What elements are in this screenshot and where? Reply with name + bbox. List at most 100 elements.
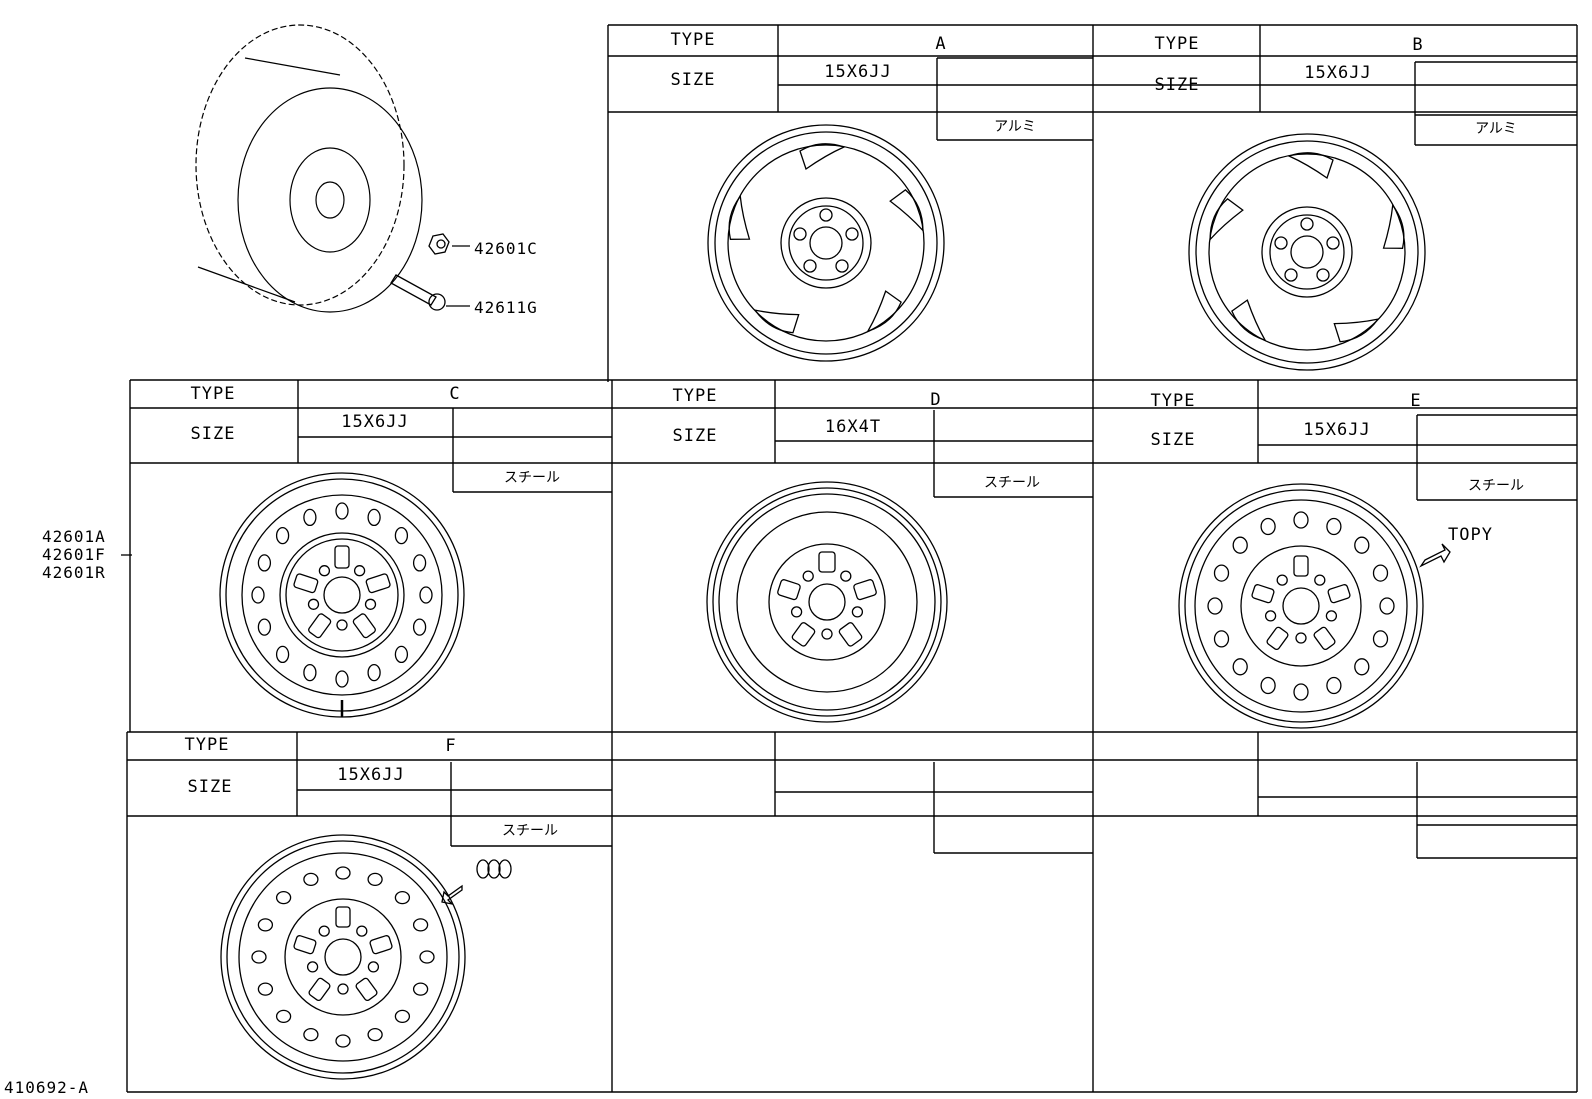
hub-slot (777, 579, 801, 601)
vent-hole (412, 554, 427, 572)
wheel-perspective-illustration (195, 24, 423, 313)
vent-hole (303, 1027, 319, 1042)
part-number-wheel-f: 42601F (42, 545, 106, 564)
vent-hole (1207, 597, 1223, 615)
lug-hole (318, 565, 331, 577)
vent-hole (251, 950, 267, 964)
lug-hole (306, 961, 319, 973)
vent-hole (367, 663, 381, 682)
vent-hole (1260, 676, 1276, 695)
hub-slot (1313, 626, 1336, 651)
hub-slot (308, 613, 332, 639)
vent-hole (1354, 658, 1370, 676)
material-b: アルミ (1475, 121, 1517, 137)
vent-hole (275, 890, 292, 905)
size-label-f: SIZE (187, 777, 233, 797)
topy-note: TOPY (1448, 525, 1493, 545)
material-f: スチール (502, 823, 558, 839)
size-label-b: SIZE (1154, 75, 1200, 95)
diagram-id: 410692-A (4, 1078, 90, 1097)
vent-hole (367, 872, 383, 887)
hub-slot (1266, 626, 1289, 651)
vent-hole (275, 1009, 292, 1024)
material-e: スチール (1468, 478, 1524, 494)
vent-hole (251, 586, 265, 604)
type-label-a: TYPE (670, 30, 716, 50)
hub-slot (334, 545, 350, 569)
part-number-valve: 42611G (474, 298, 538, 317)
vent-hole (412, 982, 429, 996)
vent-hole (1260, 517, 1276, 536)
vent-hole (1293, 683, 1309, 701)
type-label-e: TYPE (1150, 391, 1196, 411)
lug-hole (1264, 610, 1277, 622)
vent-hole (275, 645, 290, 664)
lug-hole (1325, 610, 1338, 622)
type-label-b: TYPE (1154, 34, 1200, 54)
size-value-e: 15X6JJ (1303, 420, 1371, 440)
type-value-f: F (445, 736, 457, 756)
vent-hole (1372, 564, 1389, 582)
size-value-f: 15X6JJ (337, 765, 405, 785)
wheel-f-arrow-icon (441, 884, 463, 906)
vent-hole (275, 526, 290, 545)
lug-hole (821, 628, 833, 640)
hub-slot (1327, 584, 1351, 604)
part-number-cap: 42601C (474, 239, 538, 258)
vent-hole (367, 508, 381, 527)
vent-hole (394, 645, 409, 664)
vent-hole (419, 586, 433, 604)
lug-hole (790, 606, 803, 618)
hub-slot (791, 622, 816, 647)
wheel-d-drawing (706, 481, 948, 723)
vent-hole (1379, 597, 1395, 615)
vent-hole (1213, 630, 1230, 648)
material-d: スチール (984, 475, 1040, 491)
size-value-c: 15X6JJ (341, 412, 409, 432)
weight-clip-icon (476, 859, 512, 879)
vent-hole (1232, 658, 1248, 676)
size-label-e: SIZE (1150, 430, 1196, 450)
type-label-f: TYPE (184, 735, 230, 755)
size-value-a: 15X6JJ (824, 62, 892, 82)
vent-hole (394, 1009, 411, 1024)
lug-hole (851, 606, 864, 618)
vent-hole (303, 663, 317, 682)
type-value-a: A (935, 34, 947, 54)
vent-hole (1213, 564, 1230, 582)
lug-hole (336, 619, 348, 631)
lug-hole (802, 570, 814, 582)
hub-slot (352, 613, 376, 639)
lug-hole (840, 570, 852, 582)
vent-hole (412, 918, 429, 932)
lug-hole (337, 983, 349, 995)
part-number-wheel-r: 42601R (42, 563, 106, 582)
size-label-c: SIZE (190, 424, 236, 444)
vent-hole (1232, 536, 1248, 554)
wheel-c-drawing (219, 472, 465, 718)
lug-hole (307, 598, 320, 610)
table-grid (126, 24, 1578, 1093)
vent-hole (257, 618, 272, 636)
lug-hole (364, 598, 377, 610)
hub-slot (818, 551, 836, 573)
vent-hole (419, 950, 435, 964)
vent-hole (335, 866, 351, 880)
vent-hole (1326, 517, 1342, 536)
vent-hole (394, 526, 409, 545)
hub-slot (853, 579, 877, 601)
lug-hole (353, 565, 366, 577)
part-number-wheel-a: 42601A (42, 527, 106, 546)
type-value-c: C (449, 384, 461, 404)
wheel-e-drawing (1178, 483, 1424, 729)
vent-hole (303, 508, 317, 527)
hub-slot (355, 977, 378, 1002)
lug-hole (1276, 574, 1288, 586)
hub-slot (1251, 584, 1275, 604)
vent-hole (1293, 511, 1309, 529)
size-value-b: 15X6JJ (1304, 63, 1372, 83)
wheel-f-drawing (220, 834, 466, 1080)
vent-hole (303, 872, 319, 887)
hub-slot (1293, 555, 1309, 577)
size-label-a: SIZE (670, 70, 716, 90)
